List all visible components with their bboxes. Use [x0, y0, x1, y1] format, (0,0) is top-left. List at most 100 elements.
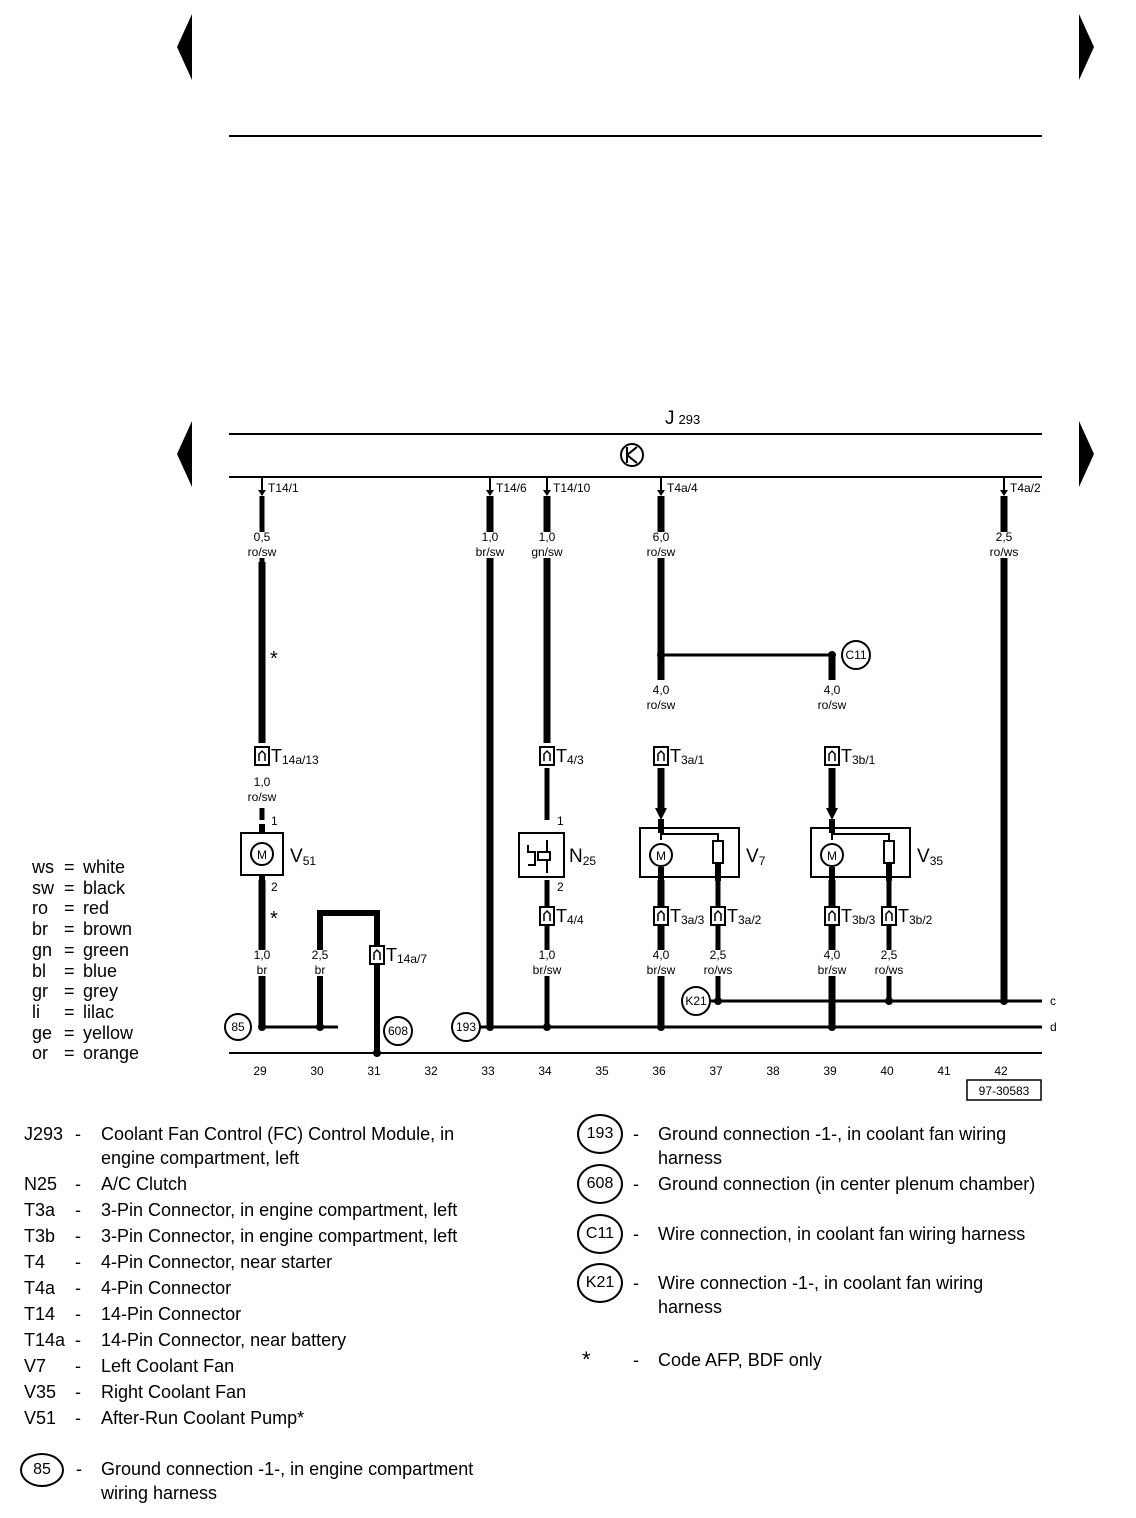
wire-t14a-7-loop — [317, 910, 380, 1053]
connector-pin: T3a/2 — [710, 906, 762, 927]
pin-label-v51-2: 2 — [271, 880, 278, 894]
svg-text:85: 85 — [231, 1020, 245, 1034]
legend-circle: K21 — [577, 1263, 623, 1303]
track-number: 39 — [823, 1064, 837, 1078]
track-number: 42 — [994, 1064, 1008, 1078]
next-page-arrow-top[interactable] — [1079, 14, 1094, 80]
color-code-name: lilac — [83, 1001, 115, 1022]
color-code-name: blue — [83, 960, 118, 981]
wire-color-label: br/sw — [476, 545, 505, 559]
label-v51: V51 — [290, 846, 316, 868]
wire-color-label: ro/ws — [990, 545, 1019, 559]
connector-label: T4/3 — [556, 746, 584, 767]
connector-pin: T3a/3 — [653, 906, 705, 927]
component-n25 — [518, 832, 565, 878]
wire-color-label: br/sw — [818, 963, 847, 977]
color-code-name: green — [83, 939, 130, 960]
wire-color-label: gn/sw — [531, 545, 563, 559]
svg-text:C11: C11 — [845, 648, 866, 662]
prev-page-arrow-bottom[interactable] — [177, 421, 192, 487]
prev-page-arrow-top[interactable] — [177, 14, 192, 80]
connector-label: T3a/1 — [670, 746, 705, 767]
legend-ground-85-circle: 85 — [20, 1453, 64, 1487]
track-number: 29 — [253, 1064, 267, 1078]
color-code-abbr: li — [32, 1001, 40, 1022]
asterisk-lower: * — [270, 908, 278, 930]
wire-size-label: 1,0 — [254, 948, 271, 962]
connector-pin: T4/4 — [539, 906, 584, 927]
wire-size-label: 4,0 — [824, 948, 841, 962]
connector-pin: T14a/7 — [369, 945, 427, 966]
color-code-name: black — [83, 877, 126, 898]
label-v7: V7 — [746, 846, 766, 868]
wire-color-label: ro/ws — [704, 963, 733, 977]
wire-size-label: 2,5 — [710, 948, 727, 962]
circle-markers: 85 608 193 C11 K21 — [224, 640, 871, 1046]
arrowheads — [655, 808, 838, 820]
legend-code: V7 — [24, 1356, 47, 1376]
svg-text:K21: K21 — [685, 994, 707, 1008]
wire-label-group: 0,5ro/sw1,0br/sw1,0gn/sw6,0ro/sw2,5ro/ws… — [240, 530, 1026, 977]
module-pin-label: T14/10 — [553, 481, 591, 495]
legend-desc: 4-Pin Connector, near starter — [101, 1252, 333, 1272]
color-code-name: grey — [83, 981, 119, 1002]
label-n25: N25 — [569, 846, 596, 868]
svg-text:M: M — [827, 849, 837, 863]
color-code-name: yellow — [83, 1022, 134, 1043]
legend-desc: Wire connection, in coolant fan wiring h… — [658, 1224, 1026, 1244]
wire-size-label: 4,0 — [653, 948, 670, 962]
legend-code: T14a — [24, 1330, 66, 1350]
pin-label-v51-1: 1 — [271, 814, 278, 828]
module-pin-label: T4a/4 — [667, 481, 698, 495]
ground-85-marker: 85 — [224, 1013, 252, 1041]
connector-pin: T3b/2 — [881, 906, 933, 927]
legend-circle: 193 — [577, 1114, 623, 1154]
legend-code: T3b — [24, 1226, 56, 1246]
connector-label: T14a/13 — [271, 746, 319, 767]
track-number: 37 — [709, 1064, 723, 1078]
connector-pin: T4/3 — [539, 746, 584, 767]
track-number: 36 — [652, 1064, 666, 1078]
pin-label-n25-2: 2 — [557, 880, 564, 894]
wire-size-label: 6,0 — [653, 530, 670, 544]
module-pin-label: T14/6 — [496, 481, 527, 495]
label-v35: V35 — [917, 846, 943, 868]
legend-desc: 14-Pin Connector, near battery — [101, 1330, 347, 1350]
track-number: 30 — [310, 1064, 324, 1078]
color-code-abbr: ge — [32, 1022, 53, 1043]
ground-608-marker: 608 — [383, 1016, 413, 1046]
connector-label: T14a/7 — [386, 945, 427, 966]
legend-code: T4a — [24, 1278, 56, 1298]
wire-size-label: 0,5 — [254, 530, 271, 544]
wire-size-label: 1,0 — [482, 530, 499, 544]
connector-label: T3a/2 — [727, 906, 762, 927]
color-code-abbr: ws — [32, 857, 54, 877]
wire-size-label: 1,0 — [254, 775, 271, 789]
wire-color-label: br — [315, 963, 326, 977]
wire-color-label: ro/sw — [818, 698, 847, 712]
next-page-arrow-bottom[interactable] — [1079, 421, 1094, 487]
legend-desc: Ground connection -1-, in coolant fan wi… — [658, 1124, 1007, 1144]
color-code-abbr: bl — [32, 960, 47, 981]
color-code-abbr: br — [32, 919, 49, 940]
wires — [258, 562, 1042, 1053]
legend-desc: Wire connection -1-, in coolant fan wiri… — [658, 1273, 984, 1293]
wire-color-label: ro/ws — [875, 963, 904, 977]
connector-pin: T3b/3 — [824, 906, 876, 927]
color-code-name: white — [83, 857, 126, 877]
wire-size-label: 2,5 — [881, 948, 898, 962]
color-code-abbr: or — [32, 1043, 49, 1064]
drawing-number: 97-30583 — [979, 1084, 1030, 1098]
svg-text:M: M — [656, 849, 666, 863]
connector-pin: T3a/1 — [653, 746, 705, 767]
legend-circle: C11 — [577, 1214, 623, 1254]
connector-label: T3a/3 — [670, 906, 705, 927]
legend-code: V35 — [24, 1382, 57, 1402]
legend-desc: After-Run Coolant Pump* — [101, 1408, 305, 1428]
legend-circle: 608 — [577, 1164, 623, 1204]
pin-label-n25-1: 1 — [557, 814, 564, 828]
wire-color-label: ro/sw — [647, 545, 676, 559]
